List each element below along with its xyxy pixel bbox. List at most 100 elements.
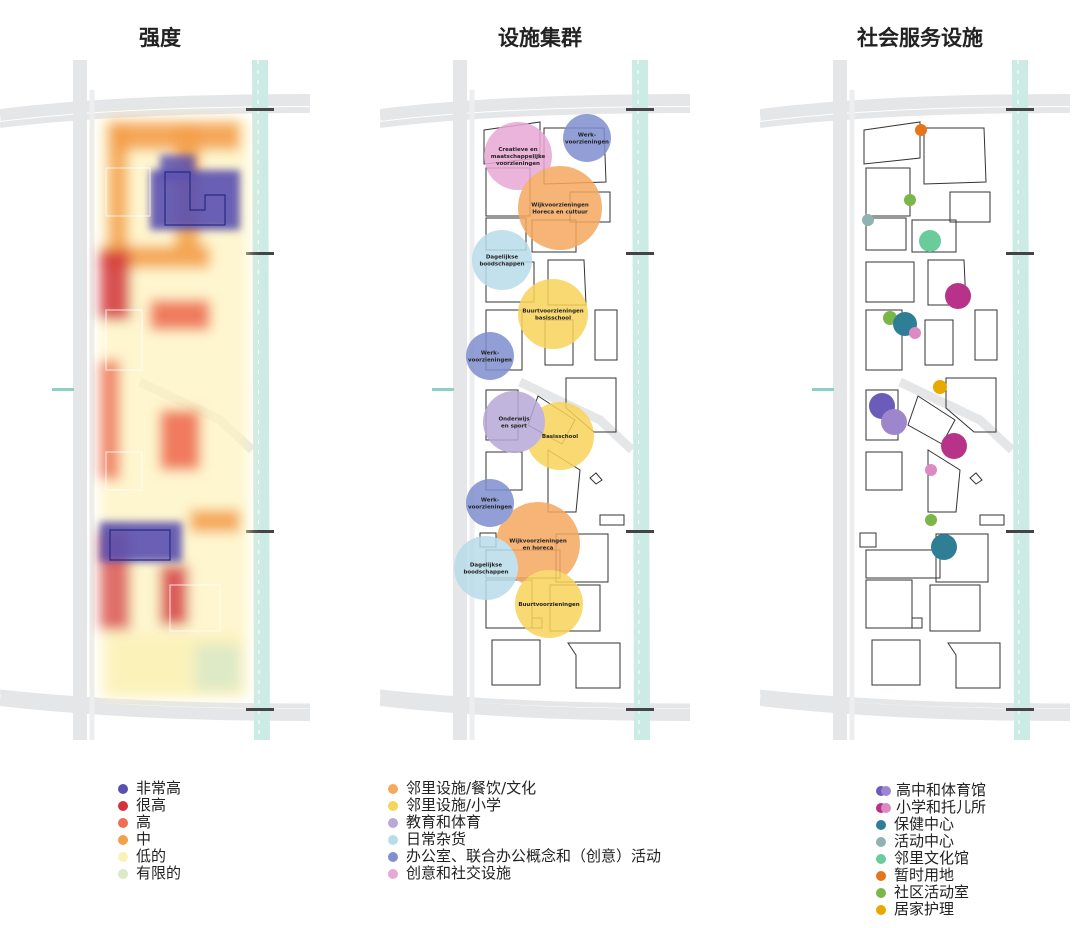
legend-item: 非常高 <box>118 780 181 797</box>
service-nursery-1 <box>909 327 921 339</box>
legend-swatch <box>118 783 128 794</box>
legend-swatch <box>388 817 398 828</box>
cluster-school-1 <box>518 279 588 349</box>
legend-services: 高中和体育馆小学和托儿所保健中心活动中心邻里文化馆暂时用地社区活动室居家护理 <box>876 782 986 918</box>
legend-label: 居家护理 <box>894 900 955 918</box>
service-nursery-2 <box>925 464 937 476</box>
legend-swatch <box>876 887 886 898</box>
legend-swatch <box>388 851 398 862</box>
legend-swatch <box>388 800 398 811</box>
legend-label: 有限的 <box>136 864 182 882</box>
cluster-school-2 <box>515 570 583 638</box>
legend-swatch <box>876 785 892 796</box>
legend-swatch <box>118 834 128 845</box>
legend-swatch <box>118 817 128 828</box>
legend-label: 高 <box>136 813 152 831</box>
service-primary-1 <box>945 283 971 309</box>
cluster-work-2 <box>466 332 514 380</box>
legend-label: 高中和体育馆 <box>896 781 987 799</box>
intensity-map <box>0 60 320 740</box>
legend-item: 邻里文化馆 <box>876 850 986 867</box>
service-community-1 <box>904 194 916 206</box>
legend-label: 活动中心 <box>894 832 955 850</box>
legend-item: 高 <box>118 814 181 831</box>
legend-item: 保健中心 <box>876 816 986 833</box>
legend-item: 很高 <box>118 797 181 814</box>
legend-swatch <box>876 836 886 847</box>
legend-item: 创意和社交设施 <box>388 865 661 882</box>
legend-item: 中 <box>118 831 181 848</box>
service-activity-1 <box>862 214 874 226</box>
legend-item: 暂时用地 <box>876 867 986 884</box>
legend-item: 有限的 <box>118 865 181 882</box>
cluster-work-1 <box>563 114 611 162</box>
legend-label: 邻里设施/餐饮/文化 <box>406 779 537 797</box>
legend-label: 低的 <box>136 847 167 865</box>
legend-label: 保健中心 <box>894 815 955 833</box>
legend-item: 邻里设施/餐饮/文化 <box>388 780 661 797</box>
legend-item: 居家护理 <box>876 901 986 918</box>
legend-label: 非常高 <box>136 779 182 797</box>
cluster-label: Werk-voorzieningen <box>468 351 512 364</box>
legend-clusters: 邻里设施/餐饮/文化邻里设施/小学教育和体育日常杂货办公室、联合办公概念和（创意… <box>388 780 661 882</box>
service-community-3 <box>925 514 937 526</box>
legend-label: 教育和体育 <box>406 813 482 831</box>
cluster-label: Werk-voorzieningen <box>468 498 512 511</box>
service-gym <box>881 409 907 435</box>
legend-item: 办公室、联合办公概念和（创意）活动 <box>388 848 661 865</box>
legend-swatch <box>388 834 398 845</box>
legend-label: 暂时用地 <box>894 866 955 884</box>
service-primary-2 <box>941 433 967 459</box>
service-health-2 <box>931 534 957 560</box>
cluster-education-sport <box>483 391 545 453</box>
legend-label: 创意和社交设施 <box>406 864 512 882</box>
legend-swatch <box>876 904 886 915</box>
panel-title-clusters: 设施集群 <box>498 26 582 50</box>
legend-swatch <box>876 853 886 864</box>
legend-label: 邻里设施/小学 <box>406 796 502 814</box>
legend-swatch <box>118 800 128 811</box>
service-cultural <box>919 230 941 252</box>
legend-swatch <box>876 802 892 813</box>
legend-label: 社区活动室 <box>894 883 970 901</box>
legend-swatch <box>388 783 398 794</box>
legend-item: 小学和托儿所 <box>876 799 986 816</box>
legend-item: 活动中心 <box>876 833 986 850</box>
cluster-label: Basisschool <box>542 434 578 440</box>
legend-swatch <box>876 870 886 881</box>
cluster-work-3 <box>466 479 514 527</box>
legend-item: 社区活动室 <box>876 884 986 901</box>
legend-item: 低的 <box>118 848 181 865</box>
legend-swatch <box>118 868 128 879</box>
legend-intensity: 非常高很高高中低的有限的 <box>118 780 181 882</box>
legend-label: 中 <box>136 830 152 848</box>
cluster-neighbourhood-horeca <box>518 166 602 250</box>
panel-title-intensity: 强度 <box>139 26 181 50</box>
legend-item: 教育和体育 <box>388 814 661 831</box>
legend-swatch <box>876 819 886 830</box>
panel-title-services: 社会服务设施 <box>857 26 983 50</box>
cluster-groceries-1 <box>472 230 532 290</box>
legend-swatch <box>118 851 128 862</box>
legend-swatch <box>388 868 398 879</box>
service-temporary-1 <box>915 124 927 136</box>
service-homecare <box>933 380 947 394</box>
legend-label: 很高 <box>136 796 167 814</box>
legend-label: 日常杂货 <box>406 830 467 848</box>
cluster-label: Buurtvoorzieningen <box>518 602 579 608</box>
legend-label: 小学和托儿所 <box>896 798 987 816</box>
cluster-creative-social <box>484 122 552 190</box>
legend-label: 邻里文化馆 <box>894 849 970 867</box>
legend-item: 日常杂货 <box>388 831 661 848</box>
legend-item: 邻里设施/小学 <box>388 797 661 814</box>
services-map <box>760 60 1080 740</box>
legend-item: 高中和体育馆 <box>876 782 986 799</box>
